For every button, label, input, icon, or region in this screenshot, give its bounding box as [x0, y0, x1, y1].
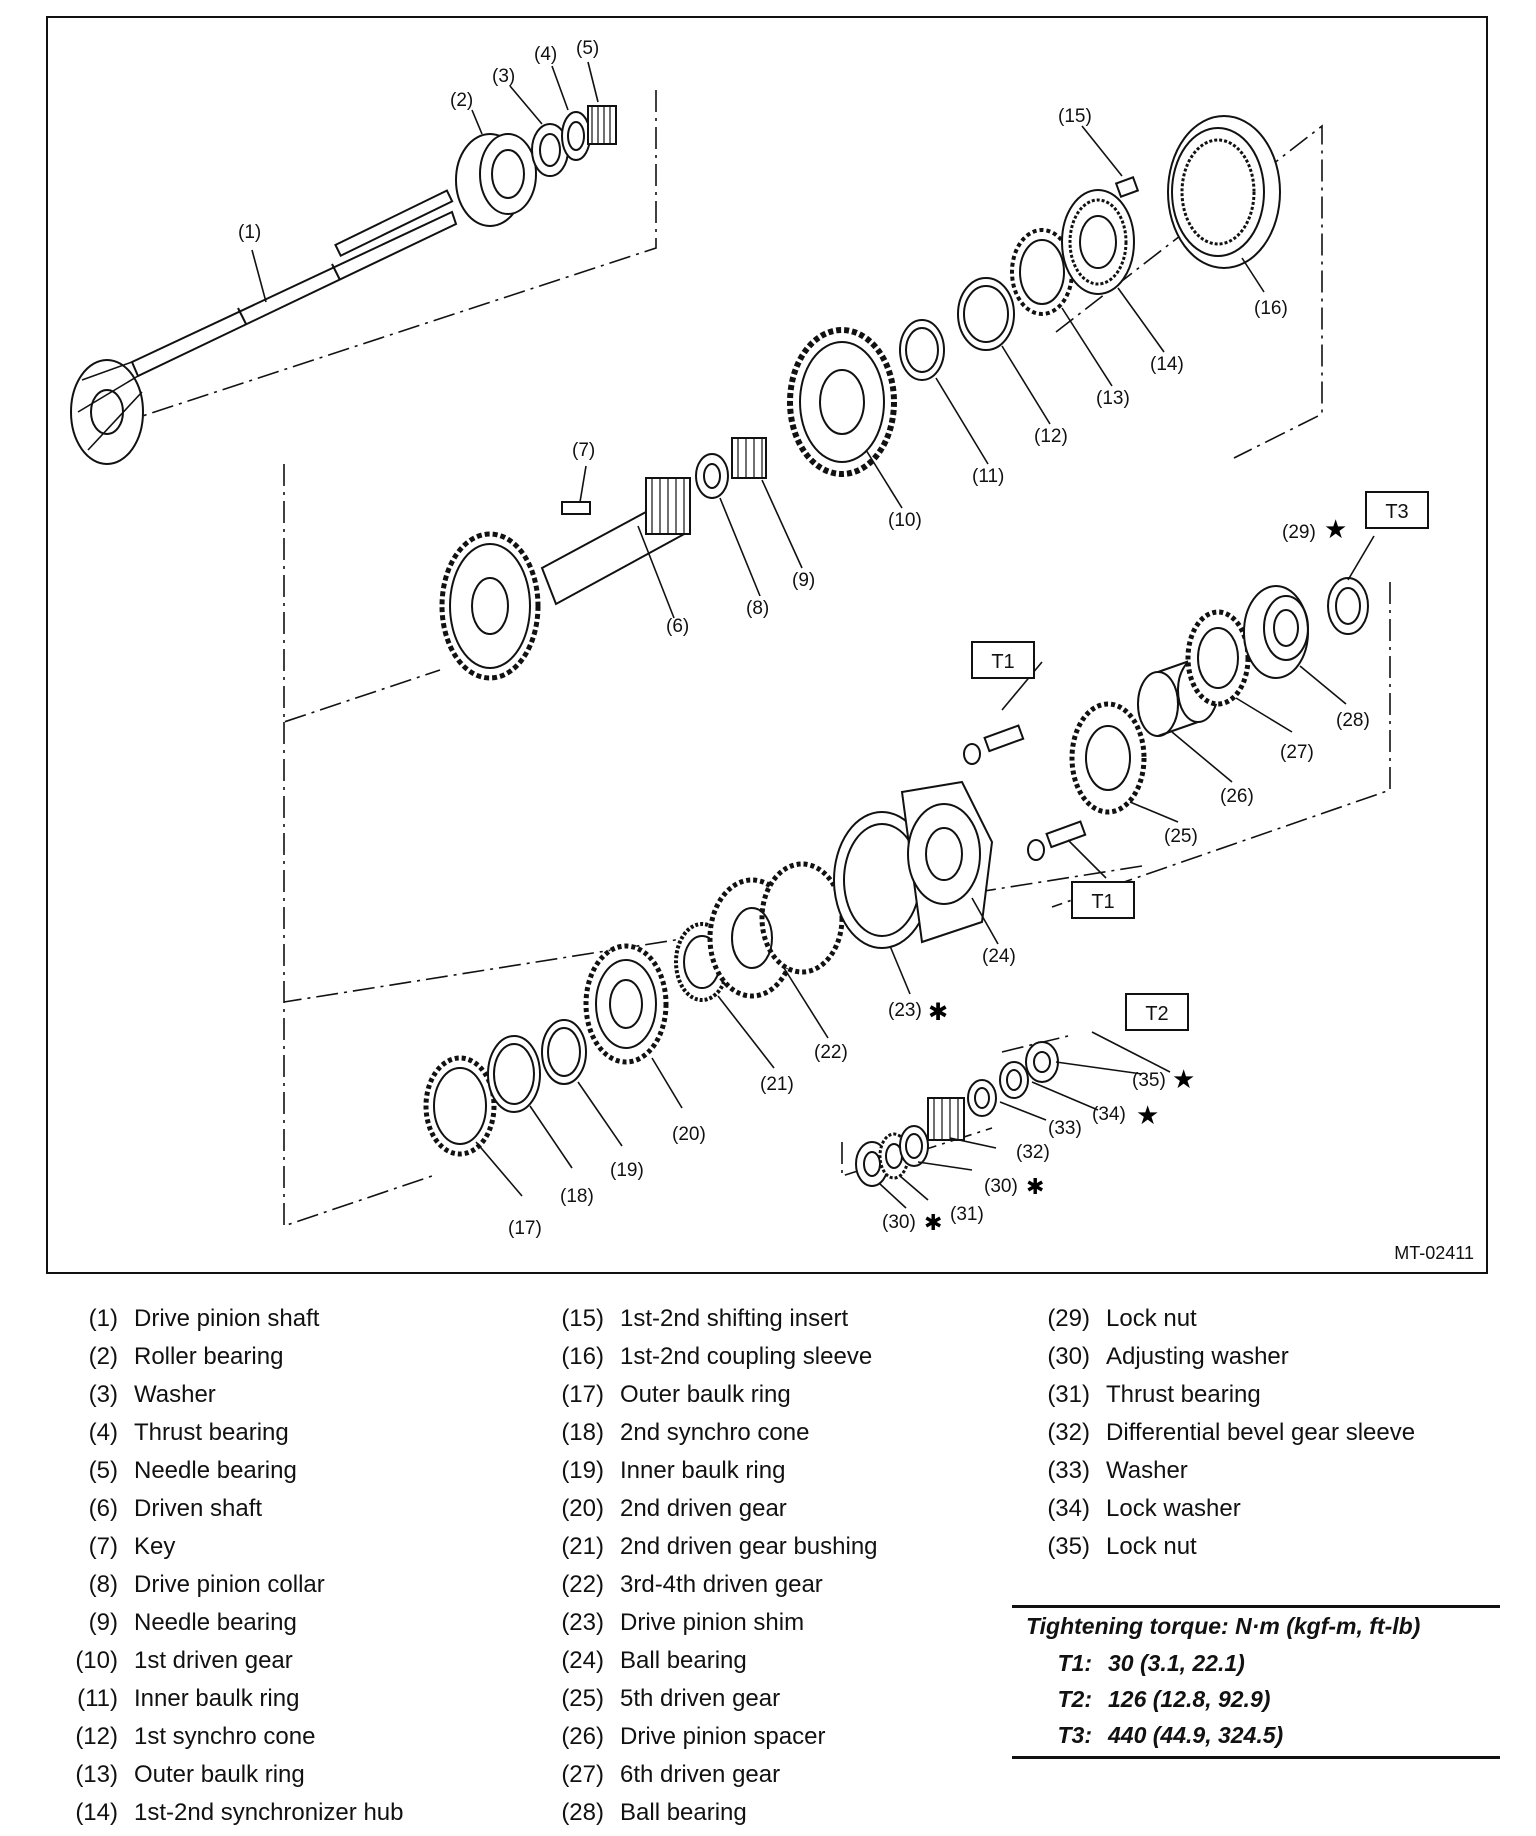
callout-13: (13) [1096, 388, 1130, 409]
callout-2: (2) [450, 90, 473, 111]
callout-21: (21) [760, 1074, 794, 1095]
assembly-guide-lines [123, 90, 1391, 1228]
callout-7: (7) [572, 440, 595, 461]
callout-32: (32) [1016, 1142, 1050, 1163]
ball-bearing-28 [1243, 585, 1309, 679]
coupling-sleeve [1167, 115, 1281, 269]
callout-8: (8) [746, 598, 769, 619]
callout-6: (6) [666, 616, 689, 637]
torque-box-t1-lower [1071, 881, 1135, 919]
drive-pinion-collar [695, 453, 729, 499]
synchronizer-hub [1061, 189, 1135, 295]
figure-id: MT-02411 [1394, 1243, 1474, 1263]
callout-23: (23) [888, 1000, 922, 1021]
leader-lines [251, 61, 1375, 1209]
callout-25: (25) [1164, 826, 1198, 847]
roller-bearing [455, 133, 537, 227]
callout-16: (16) [1254, 298, 1288, 319]
torque-label-t2: T2 [1145, 1003, 1168, 1025]
callout-18: (18) [560, 1186, 594, 1207]
first-synchro-cone [957, 277, 1015, 351]
callout-12: (12) [1034, 426, 1068, 447]
callout-35: (35) [1132, 1070, 1166, 1091]
callout-33: (33) [1048, 1118, 1082, 1139]
callout-29: (29) [1282, 522, 1316, 543]
inner-baulk-ring-19 [541, 1019, 587, 1085]
callout-1: (1) [238, 222, 261, 243]
third-fourth-driven-gear [707, 861, 845, 999]
torque-label-t1-lower: T1 [1091, 891, 1114, 913]
callout-30-lower: (30) [882, 1212, 916, 1233]
thrust-bearing-4 [561, 111, 591, 161]
callout-4: (4) [534, 44, 557, 65]
bolt-t1-upper [963, 724, 1025, 765]
drive-pinion-shaft [70, 189, 458, 465]
callout-20: (20) [672, 1124, 706, 1145]
outer-baulk-ring-17 [423, 1055, 497, 1157]
sixth-driven-gear [1185, 609, 1251, 707]
shifting-insert [1114, 176, 1140, 198]
second-synchro-cone [487, 1035, 541, 1113]
lock-nut-35 [1025, 1041, 1059, 1083]
exploded-view-diagram: T1 T1 T2 T3 (1) (2) (3) (4) (5) (6) (7) … [70, 38, 1429, 1239]
callout-22: (22) [814, 1042, 848, 1063]
bevel-gear-sleeve [927, 1097, 965, 1141]
needle-bearing-9 [731, 437, 767, 479]
callout-31: (31) [950, 1204, 984, 1225]
callout-27: (27) [1280, 742, 1314, 763]
callout-5: (5) [576, 38, 599, 59]
parts-legend: (1)Drive pinion shaft (2)Roller bearing … [75, 1305, 1416, 1826]
callout-19: (19) [610, 1160, 644, 1181]
torque-label-t3: T3 [1385, 501, 1408, 523]
asterisk-mark-30-lower: ✱ [924, 1210, 942, 1235]
torque-rule-top [1012, 1605, 1500, 1608]
fifth-driven-gear [1069, 701, 1147, 815]
ball-bearing-24 [900, 780, 994, 944]
torque-box-t1-upper [971, 641, 1035, 679]
star-mark-29: ★ [1324, 514, 1347, 544]
second-driven-gear [583, 943, 669, 1065]
torque-box-t3 [1365, 491, 1429, 529]
adjusting-washer-inner [899, 1125, 929, 1167]
inner-baulk-ring-11 [899, 319, 945, 381]
star-mark-35: ★ [1172, 1064, 1195, 1094]
diagram-frame: T1 T1 T2 T3 (1) (2) (3) (4) (5) (6) (7) … [46, 16, 1488, 1274]
star-mark-34: ★ [1136, 1100, 1159, 1130]
callout-11: (11) [972, 466, 1004, 487]
callout-10: (10) [888, 510, 922, 531]
callout-17: (17) [508, 1218, 542, 1239]
callout-15: (15) [1058, 106, 1092, 127]
torque-label-t1-upper: T1 [991, 651, 1014, 673]
lock-nut-29 [1327, 577, 1369, 635]
callout-30-upper: (30) [984, 1176, 1018, 1197]
asterisk-mark-23: ✱ [928, 999, 948, 1026]
torque-box-t2 [1125, 993, 1189, 1031]
first-driven-gear [787, 327, 897, 477]
callout-28: (28) [1336, 710, 1370, 731]
driven-shaft [439, 477, 691, 681]
lock-washer-34 [999, 1061, 1029, 1099]
torque-rule-bottom [1012, 1756, 1500, 1759]
callout-14: (14) [1150, 354, 1184, 375]
key-7 [561, 501, 591, 515]
callout-3: (3) [492, 66, 515, 87]
callout-9: (9) [792, 570, 815, 591]
callout-26: (26) [1220, 786, 1254, 807]
asterisk-mark-30-upper: ✱ [1026, 1174, 1044, 1199]
washer-33 [967, 1079, 997, 1117]
torque-title: Tightening torque: N·m (kgf-m, ft-lb) [1026, 1613, 1421, 1639]
callout-24: (24) [982, 946, 1016, 967]
bolt-t1-lower [1027, 820, 1087, 861]
callout-34: (34) [1092, 1104, 1126, 1125]
needle-bearing-5 [587, 105, 617, 145]
